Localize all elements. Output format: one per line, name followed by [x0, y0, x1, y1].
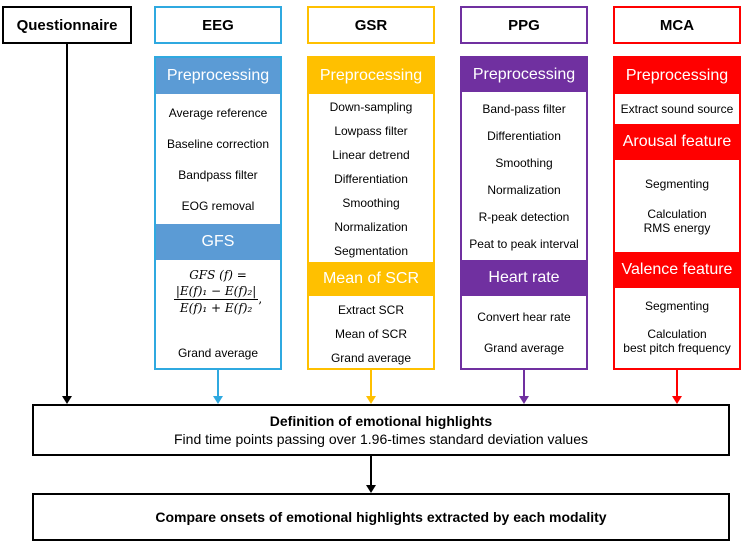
- mca-valence-label: Valence feature: [621, 261, 733, 278]
- compare-box: Compare onsets of emotional highlights e…: [32, 493, 730, 541]
- ppg-step: Smoothing: [495, 156, 553, 170]
- ppg-feature-step: Convert hear rate: [477, 310, 571, 324]
- ppg-step: Peat to peak interval: [469, 237, 579, 251]
- gfs-formula-numerator: |E(f)₁ − E(f)₂|: [173, 284, 259, 300]
- eeg-gfs-label: GFS: [201, 233, 235, 250]
- ppg-step: R-peak detection: [478, 210, 570, 224]
- arrow-eeg: [213, 370, 223, 404]
- arrow-gsr: [366, 370, 376, 404]
- mca-arousal-step: Calculation: [647, 207, 707, 221]
- mca-preprocessing-label: Preprocessing: [625, 67, 729, 84]
- gsr-step: Lowpass filter: [334, 124, 408, 138]
- arrow-ppg: [519, 370, 529, 404]
- mca-arousal-step: RMS energy: [643, 221, 711, 235]
- ppg-step: Normalization: [487, 183, 561, 197]
- gsr-feature-step: Extract SCR: [337, 303, 404, 317]
- ppg-heart-rate-label: Heart rate: [488, 269, 560, 286]
- gsr-step: Smoothing: [342, 196, 400, 210]
- ppg-heart-rate-band: Heart rate: [462, 260, 586, 296]
- gsr-step: Differentiation: [334, 172, 408, 186]
- mca-valence-step: best pitch frequency: [623, 341, 731, 355]
- eeg-preprocessing-label: Preprocessing: [166, 67, 270, 84]
- gfs-formula: GFS (f) = |E(f)₁ − E(f)₂| E(f)₁ + E(f)₂ …: [156, 268, 280, 315]
- ppg-header: PPG: [460, 6, 588, 44]
- gfs-formula-lhs: GFS (f) =: [189, 268, 247, 282]
- eeg-header: EEG: [154, 6, 282, 44]
- gsr-feature-step: Grand average: [330, 351, 412, 365]
- eeg-title: EEG: [202, 16, 234, 34]
- mca-arousal-label: Arousal feature: [622, 133, 732, 150]
- eeg-step: EOG removal: [181, 199, 255, 213]
- ppg-step: Differentiation: [487, 129, 561, 143]
- eeg-column: Preprocessing Average reference Baseline…: [154, 56, 282, 370]
- gsr-scr-label: Mean of SCR: [322, 270, 420, 287]
- mca-column: Preprocessing Extract sound source Arous…: [613, 56, 741, 370]
- eeg-gfs-band: GFS: [156, 224, 280, 260]
- gsr-column: Preprocessing Down-sampling Lowpass filt…: [307, 56, 435, 370]
- questionnaire-box: Questionnaire: [2, 6, 132, 44]
- gsr-step: Normalization: [334, 220, 408, 234]
- ppg-column: Preprocessing Band-pass filter Different…: [460, 56, 588, 370]
- mca-header: MCA: [613, 6, 741, 44]
- ppg-title: PPG: [508, 16, 540, 34]
- mca-arousal-step: Segmenting: [644, 177, 710, 191]
- gsr-preprocessing-band: Preprocessing: [309, 58, 433, 94]
- definition-box: Definition of emotional highlights Find …: [32, 404, 730, 456]
- arrow-mca: [672, 370, 682, 404]
- gsr-step: Down-sampling: [329, 100, 413, 114]
- mca-valence-band: Valence feature: [615, 252, 739, 288]
- eeg-preprocessing-band: Preprocessing: [156, 58, 280, 94]
- eeg-step: Baseline correction: [166, 137, 270, 151]
- mca-valence-step: Calculation: [647, 327, 707, 341]
- gsr-header: GSR: [307, 6, 435, 44]
- mca-pre-step: Extract sound source: [620, 102, 734, 116]
- gsr-step: Segmentation: [333, 244, 409, 258]
- mca-preprocessing-band: Preprocessing: [615, 58, 739, 94]
- eeg-step: Bandpass filter: [178, 168, 258, 182]
- gsr-title: GSR: [354, 16, 388, 34]
- ppg-feature-step: Grand average: [483, 341, 565, 355]
- arrow-questionnaire: [62, 44, 72, 404]
- gfs-formula-fraction: |E(f)₁ − E(f)₂| E(f)₁ + E(f)₂: [173, 284, 259, 315]
- arrow-definition-to-compare: [366, 456, 376, 493]
- definition-title: Definition of emotional highlights: [269, 413, 493, 429]
- definition-subtitle: Find time points passing over 1.96-times…: [174, 431, 588, 447]
- gsr-preprocessing-label: Preprocessing: [319, 67, 423, 84]
- ppg-preprocessing-band: Preprocessing: [462, 58, 586, 92]
- questionnaire-label: Questionnaire: [16, 16, 118, 34]
- ppg-step: Band-pass filter: [482, 102, 566, 116]
- mca-valence-step: Segmenting: [644, 299, 710, 313]
- mca-title: MCA: [659, 16, 695, 34]
- eeg-grand-average: Grand average: [177, 346, 259, 360]
- eeg-step: Average reference: [168, 106, 268, 120]
- ppg-preprocessing-label: Preprocessing: [472, 66, 576, 83]
- gfs-formula-denominator: E(f)₁ + E(f)₂: [179, 301, 253, 315]
- gsr-scr-band: Mean of SCR: [309, 262, 433, 296]
- mca-arousal-band: Arousal feature: [615, 124, 739, 160]
- compare-label: Compare onsets of emotional highlights e…: [155, 509, 607, 525]
- gsr-step: Linear detrend: [332, 148, 410, 162]
- gsr-feature-step: Mean of SCR: [334, 327, 408, 341]
